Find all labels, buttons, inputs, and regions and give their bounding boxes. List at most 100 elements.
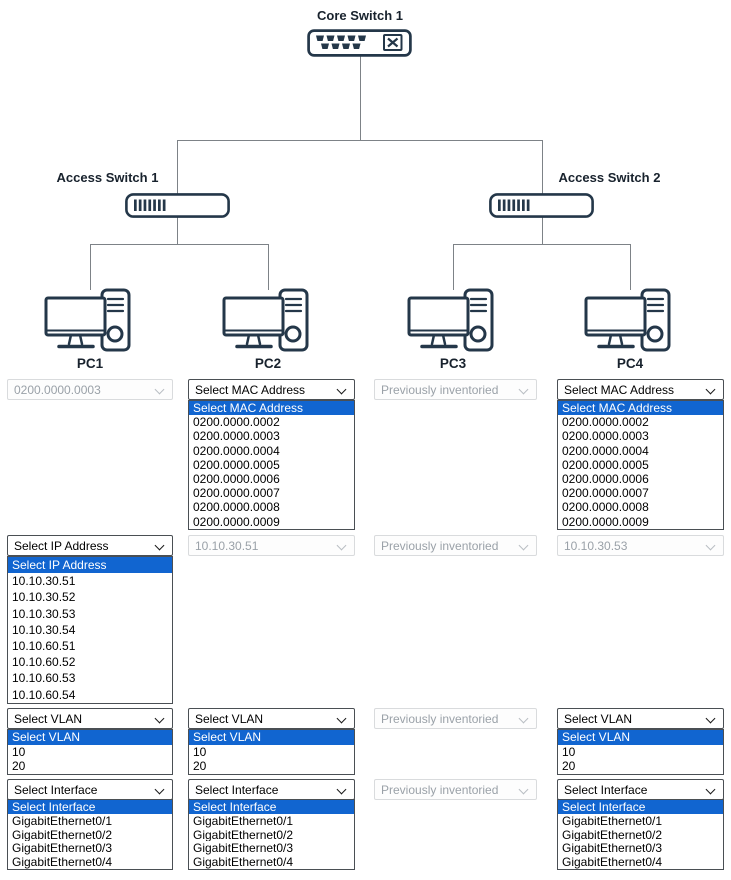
- dropdown-option[interactable]: 10: [193, 744, 207, 759]
- dropdown-option[interactable]: 0200.0000.0002: [562, 415, 649, 430]
- access-switch-1-icon: [125, 193, 230, 218]
- selected-value: 10.10.30.51: [195, 538, 259, 553]
- dropdown-option[interactable]: Select MAC Address: [189, 401, 354, 416]
- dropdown-option[interactable]: 10: [12, 744, 26, 759]
- dropdown-option[interactable]: 0200.0000.0004: [193, 443, 280, 458]
- dropdown-option[interactable]: 0200.0000.0007: [562, 486, 649, 501]
- connector-line: [453, 244, 631, 245]
- dropdown-option[interactable]: 10.10.30.51: [12, 574, 76, 589]
- chevron-down-icon: [336, 384, 347, 395]
- dropdown-option[interactable]: GigabitEthernet0/3: [12, 841, 113, 856]
- dropdown-option[interactable]: 10.10.60.52: [12, 655, 76, 670]
- chevron-down-icon: [518, 384, 529, 395]
- dropdown-option[interactable]: GigabitEthernet0/4: [193, 855, 294, 869]
- dropdown-option[interactable]: GigabitEthernet0/2: [193, 827, 294, 842]
- dropdown-option[interactable]: GigabitEthernet0/4: [562, 855, 663, 869]
- pc1-vlan-select[interactable]: Select VLAN: [7, 708, 173, 729]
- chevron-down-icon: [154, 713, 165, 724]
- pc2-iface-select[interactable]: Select Interface: [188, 779, 355, 800]
- pc4-iface-select[interactable]: Select Interface: [557, 779, 724, 800]
- selected-value: Previously inventoried: [381, 711, 499, 726]
- dropdown-option[interactable]: 10.10.30.53: [12, 606, 76, 621]
- dropdown-option[interactable]: 10.10.60.54: [12, 687, 76, 702]
- dropdown-option[interactable]: 0200.0000.0008: [562, 500, 649, 515]
- dropdown-option[interactable]: GigabitEthernet0/3: [193, 841, 294, 856]
- dropdown-option[interactable]: Select MAC Address: [558, 401, 723, 416]
- dropdown-option[interactable]: Select VLAN: [189, 730, 354, 745]
- selected-value: Select VLAN: [14, 711, 83, 726]
- pc2-icon: [222, 288, 309, 352]
- dropdown-option[interactable]: 0200.0000.0003: [562, 429, 649, 444]
- pc4-vlan-select[interactable]: Select VLAN: [557, 708, 724, 729]
- dropdown-option[interactable]: GigabitEthernet0/1: [12, 813, 113, 828]
- dropdown-option[interactable]: 0200.0000.0005: [562, 457, 649, 472]
- pc4-label: PC4: [616, 356, 644, 371]
- access-switch-1-label: Access Switch 1: [56, 170, 159, 185]
- dropdown-option[interactable]: Select VLAN: [558, 730, 723, 745]
- dropdown-option[interactable]: 0200.0000.0009: [193, 514, 280, 529]
- connector-line: [268, 244, 269, 290]
- selected-value: Select MAC Address: [564, 382, 675, 397]
- pc2-vlan-select[interactable]: Select VLAN: [188, 708, 355, 729]
- dropdown-option[interactable]: Select IP Address: [8, 557, 172, 574]
- dropdown-option[interactable]: 0200.0000.0002: [193, 415, 280, 430]
- dropdown-option[interactable]: 10.10.30.52: [12, 590, 76, 605]
- dropdown-option[interactable]: 0200.0000.0006: [193, 472, 280, 487]
- dropdown-option[interactable]: GigabitEthernet0/2: [562, 827, 663, 842]
- dropdown-option[interactable]: 10.10.60.51: [12, 639, 76, 654]
- dropdown-option[interactable]: 0200.0000.0008: [193, 500, 280, 515]
- chevron-down-icon: [705, 784, 716, 795]
- dropdown-option[interactable]: 0200.0000.0003: [193, 429, 280, 444]
- pc4-ip-select: 10.10.30.53: [557, 535, 724, 556]
- connector-line: [453, 244, 454, 290]
- dropdown-option[interactable]: GigabitEthernet0/1: [193, 813, 294, 828]
- dropdown-option[interactable]: Select Interface: [558, 800, 723, 814]
- pc4-mac-select[interactable]: Select MAC Address: [557, 379, 724, 400]
- dropdown-option[interactable]: 10.10.60.53: [12, 671, 76, 686]
- connector-line: [177, 216, 178, 244]
- pc1-iface-select[interactable]: Select Interface: [7, 779, 173, 800]
- pc3-icon: [407, 288, 494, 352]
- dropdown-option[interactable]: Select VLAN: [8, 730, 172, 745]
- connector-line: [630, 244, 631, 290]
- dropdown-option[interactable]: GigabitEthernet0/3: [562, 841, 663, 856]
- pc2-label: PC2: [254, 356, 282, 371]
- dropdown-option[interactable]: 20: [193, 759, 207, 774]
- pc3-mac-select: Previously inventoried: [374, 379, 537, 400]
- dropdown-option[interactable]: 0200.0000.0007: [193, 486, 280, 501]
- dropdown-option[interactable]: 0200.0000.0009: [562, 514, 649, 529]
- pc3-label: PC3: [439, 356, 467, 371]
- access-switch-2-label: Access Switch 2: [558, 170, 661, 185]
- dropdown-option[interactable]: 20: [12, 759, 26, 774]
- selected-value: Previously inventoried: [381, 382, 499, 397]
- dropdown-option[interactable]: 10.10.30.54: [12, 622, 76, 637]
- dropdown-option[interactable]: 0200.0000.0004: [562, 443, 649, 458]
- selected-value: Select VLAN: [564, 711, 633, 726]
- dropdown-option[interactable]: 20: [562, 759, 576, 774]
- selected-value: Select VLAN: [195, 711, 264, 726]
- core-switch-label: Core Switch 1: [317, 8, 403, 23]
- dropdown-option[interactable]: GigabitEthernet0/2: [12, 827, 113, 842]
- dropdown-option[interactable]: Select Interface: [8, 800, 172, 814]
- dropdown-option[interactable]: 0200.0000.0006: [562, 472, 649, 487]
- dropdown-option[interactable]: GigabitEthernet0/1: [562, 813, 663, 828]
- dropdown-option[interactable]: GigabitEthernet0/4: [12, 855, 113, 869]
- dropdown-option[interactable]: Select Interface: [189, 800, 354, 814]
- pc1-mac-select: 0200.0000.0003: [7, 379, 173, 400]
- pc2-mac-select[interactable]: Select MAC Address: [188, 379, 355, 400]
- chevron-down-icon: [336, 784, 347, 795]
- selected-value: 10.10.30.53: [564, 538, 628, 553]
- selected-value: Select Interface: [564, 782, 648, 797]
- pc3-iface-select: Previously inventoried: [374, 779, 537, 800]
- pc4-icon: [584, 288, 671, 352]
- dropdown-option[interactable]: 0200.0000.0005: [193, 457, 280, 472]
- dropdown-option[interactable]: 10: [562, 744, 576, 759]
- pc1-ip-select[interactable]: Select IP Address: [7, 535, 173, 556]
- connector-line: [360, 56, 361, 140]
